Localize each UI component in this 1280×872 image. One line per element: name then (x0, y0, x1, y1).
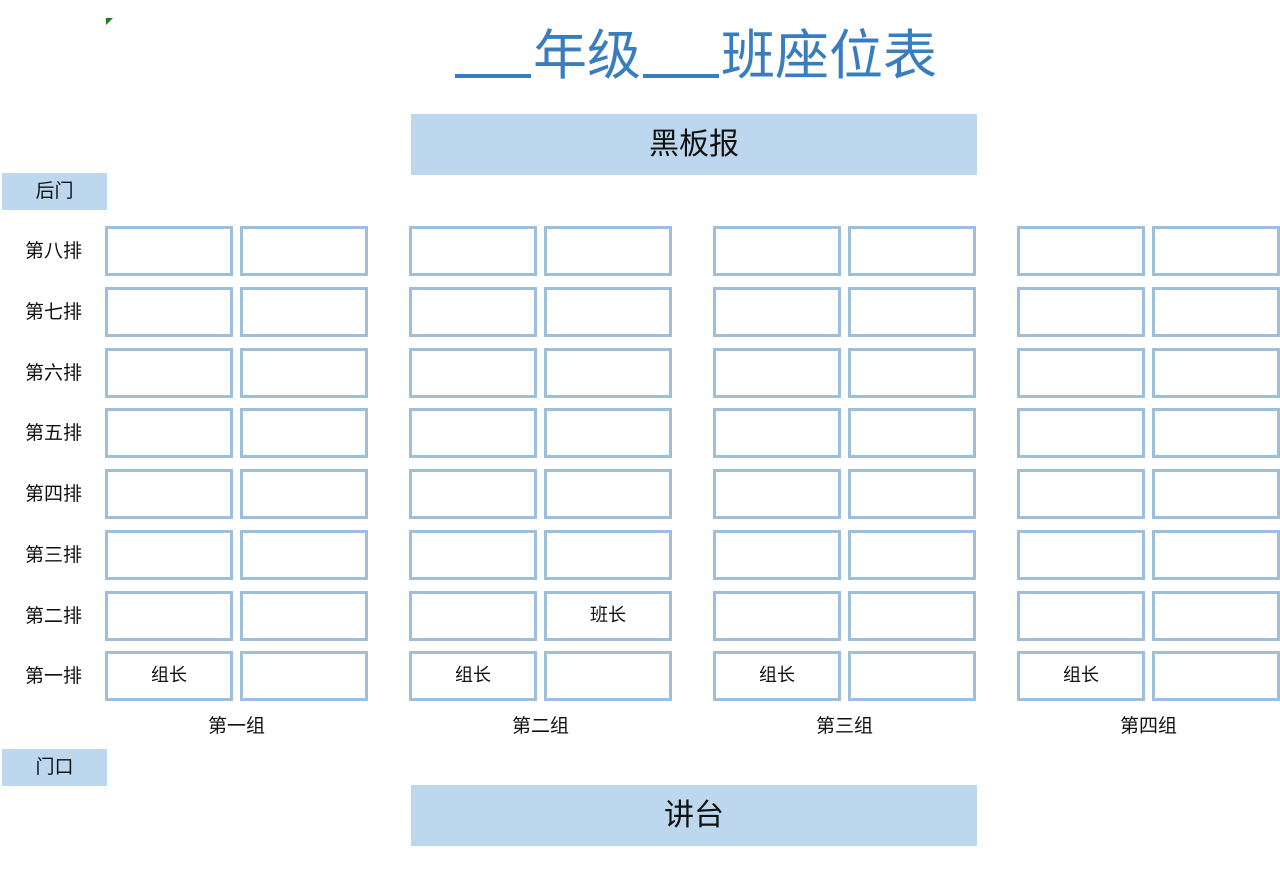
title-rest: 班座位表 (721, 24, 937, 87)
seat-cell[interactable]: 组长 (1017, 651, 1145, 701)
seat-cell[interactable] (240, 530, 368, 580)
group-label: 第二组 (511, 715, 569, 737)
cell-comment-marker-icon (106, 18, 113, 25)
title-grade: 年级 (533, 24, 641, 87)
seat-cell[interactable] (240, 469, 368, 519)
seat-cell[interactable]: 组长 (105, 651, 233, 701)
seat-cell[interactable] (713, 408, 841, 458)
seat-cell[interactable] (1152, 348, 1280, 398)
seat-cell[interactable] (105, 469, 233, 519)
seat-cell[interactable] (240, 408, 368, 458)
seat-cell[interactable] (848, 530, 976, 580)
group-label: 第一组 (207, 715, 265, 737)
row-label: 第六排 (24, 362, 82, 384)
seat-cell[interactable] (240, 348, 368, 398)
seat-cell[interactable] (105, 226, 233, 276)
seat-cell[interactable] (409, 226, 537, 276)
seat-cell[interactable] (848, 287, 976, 337)
seat-cell[interactable] (544, 348, 672, 398)
group-label: 第四组 (1119, 715, 1177, 737)
seat-cell[interactable] (848, 226, 976, 276)
seat-cell[interactable] (713, 530, 841, 580)
seat-cell[interactable] (544, 287, 672, 337)
seat-cell[interactable] (240, 591, 368, 641)
grade-blank[interactable] (455, 68, 531, 78)
seat-cell[interactable] (240, 651, 368, 701)
seat-cell[interactable]: 组长 (713, 651, 841, 701)
class-blank[interactable] (643, 68, 719, 78)
seat-cell[interactable] (848, 348, 976, 398)
row-label: 第五排 (24, 422, 82, 444)
seat-cell[interactable] (105, 348, 233, 398)
seat-cell[interactable] (105, 287, 233, 337)
seat-cell[interactable] (848, 591, 976, 641)
seat-cell[interactable] (544, 408, 672, 458)
seat-cell[interactable] (848, 408, 976, 458)
seat-cell[interactable] (240, 287, 368, 337)
seat-cell[interactable] (713, 226, 841, 276)
seat-cell[interactable] (848, 651, 976, 701)
row-label: 第二排 (24, 605, 82, 627)
seat-cell[interactable] (409, 469, 537, 519)
seat-cell[interactable] (1017, 591, 1145, 641)
seat-cell[interactable] (1017, 408, 1145, 458)
seat-cell[interactable] (105, 530, 233, 580)
seat-cell[interactable] (1152, 530, 1280, 580)
seat-cell[interactable] (409, 287, 537, 337)
seat-cell[interactable] (1152, 651, 1280, 701)
seat-cell[interactable] (713, 469, 841, 519)
seat-cell[interactable] (544, 469, 672, 519)
seat-cell[interactable] (409, 591, 537, 641)
seat-cell[interactable] (848, 469, 976, 519)
row-label: 第一排 (24, 665, 82, 687)
blackboard-label: 黑板报 (411, 114, 977, 175)
seat-cell[interactable] (105, 591, 233, 641)
group-label: 第三组 (815, 715, 873, 737)
seat-cell[interactable] (1017, 469, 1145, 519)
seat-cell[interactable] (1152, 408, 1280, 458)
seat-cell[interactable] (1152, 226, 1280, 276)
seat-cell[interactable] (1152, 591, 1280, 641)
seat-cell[interactable] (544, 226, 672, 276)
row-label: 第八排 (24, 240, 82, 262)
seat-cell[interactable] (1017, 348, 1145, 398)
seat-cell[interactable] (1017, 287, 1145, 337)
seat-cell[interactable] (409, 348, 537, 398)
seat-cell[interactable] (713, 348, 841, 398)
seat-cell[interactable] (409, 530, 537, 580)
seat-cell[interactable]: 组长 (409, 651, 537, 701)
podium-label: 讲台 (411, 785, 977, 846)
seat-cell[interactable] (1152, 287, 1280, 337)
seat-cell[interactable] (1017, 226, 1145, 276)
page-title: 年级 班座位表 (400, 18, 990, 94)
seat-cell[interactable] (713, 287, 841, 337)
seat-cell[interactable] (105, 408, 233, 458)
seat-cell[interactable] (544, 651, 672, 701)
seat-cell[interactable] (544, 530, 672, 580)
back-door-label: 后门 (2, 173, 107, 210)
seat-cell[interactable]: 班长 (544, 591, 672, 641)
row-label: 第七排 (24, 301, 82, 323)
front-door-label: 门口 (2, 749, 107, 786)
seat-cell[interactable] (713, 591, 841, 641)
seat-cell[interactable] (240, 226, 368, 276)
seat-cell[interactable] (1152, 469, 1280, 519)
seat-cell[interactable] (409, 408, 537, 458)
row-label: 第四排 (24, 483, 82, 505)
row-label: 第三排 (24, 544, 82, 566)
seat-cell[interactable] (1017, 530, 1145, 580)
